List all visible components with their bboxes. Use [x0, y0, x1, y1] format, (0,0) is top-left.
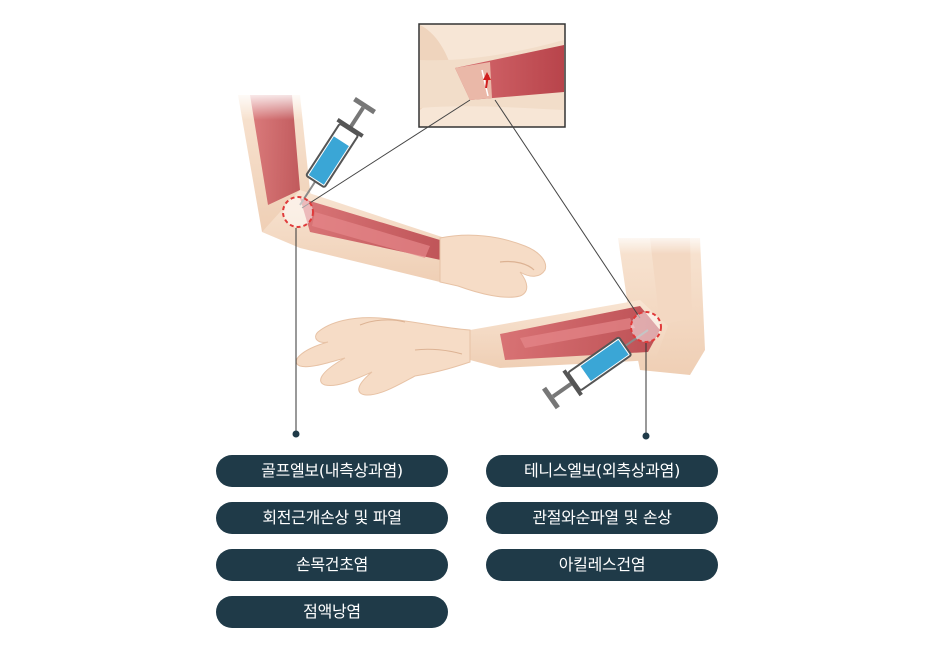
zoom-connector-lines [301, 99, 641, 319]
condition-label-wrist-tenosynovitis: 손목건초염 [216, 549, 448, 581]
target-circle-icon [630, 311, 662, 343]
left-arm [230, 90, 547, 298]
condition-label-golfers-elbow: 골프엘보(내측상과염) [216, 455, 448, 487]
condition-label-bursitis: 점액낭염 [216, 596, 448, 628]
syringe-icon [541, 329, 649, 410]
zoom-inset [418, 23, 566, 128]
target-circle-icon [282, 196, 314, 228]
right-leader-line [642, 343, 650, 440]
left-leader-line [292, 228, 300, 438]
condition-label-tennis-elbow: 테니스엘보(외측상과염) [486, 455, 718, 487]
condition-label-rotator-cuff: 회전근개손상 및 파열 [216, 502, 448, 534]
condition-label-achilles-tendinitis: 아킬레스건염 [486, 549, 718, 581]
condition-label-labral-tear: 관절와순파열 및 손상 [486, 502, 718, 534]
syringe-icon [299, 96, 376, 206]
